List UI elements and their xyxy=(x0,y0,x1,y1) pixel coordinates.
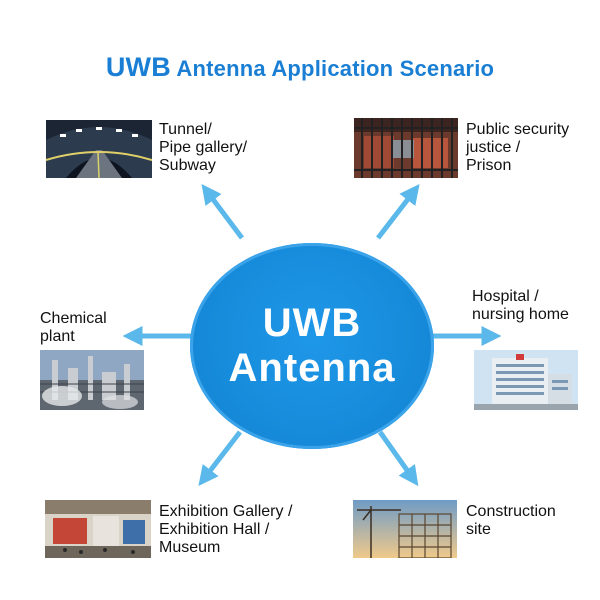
label-hospital-line-2: nursing home xyxy=(472,306,569,323)
tunnel-photo xyxy=(46,120,152,178)
hub-line-1: UWB xyxy=(262,301,362,345)
label-tunnel-line-3: Subway xyxy=(159,157,216,174)
label-construction-line-2: site xyxy=(466,521,491,538)
hospital-photo xyxy=(474,350,578,410)
label-tunnel-line-1: Tunnel/ xyxy=(159,121,212,138)
label-hospital-line-1: Hospital / xyxy=(472,288,539,305)
label-construction-line-1: Construction xyxy=(466,503,556,520)
label-prison-line-2: justice / xyxy=(466,139,521,156)
label-tunnel: Tunnel/ Pipe gallery/ Subway xyxy=(159,121,247,175)
label-prison-line-1: Public security xyxy=(466,121,570,138)
arrow-tunnel xyxy=(201,184,244,240)
label-exhibition-line-2: Exhibition Hall / xyxy=(159,521,270,538)
title-prefix: UWB xyxy=(105,52,171,82)
construction-photo xyxy=(353,500,457,558)
uwb-antenna-hub: UWB Antenna xyxy=(190,243,434,449)
exhibition-photo xyxy=(45,500,151,558)
title-rest: Antenna Application Scenario xyxy=(170,56,495,81)
label-exhibition: Exhibition Gallery / Exhibition Hall / M… xyxy=(159,503,292,557)
arrow-exhibition xyxy=(198,430,242,486)
chemical-plant-photo xyxy=(40,350,144,410)
label-prison: Public security justice / Prison xyxy=(466,121,569,175)
label-chemical: Chemical plant xyxy=(40,310,107,346)
label-exhibition-line-1: Exhibition Gallery / xyxy=(159,503,293,520)
label-chemical-line-2: plant xyxy=(40,328,75,345)
label-hospital: Hospital / nursing home xyxy=(472,288,569,324)
label-prison-line-3: Prison xyxy=(466,157,512,174)
label-tunnel-line-2: Pipe gallery/ xyxy=(159,139,248,156)
diagram-title: UWB Antenna Application Scenario xyxy=(0,52,600,83)
prison-photo xyxy=(354,118,458,178)
label-construction: Construction site xyxy=(466,503,556,539)
hub-line-2: Antenna xyxy=(228,346,396,390)
arrow-prison xyxy=(376,184,420,240)
label-exhibition-line-3: Museum xyxy=(159,539,221,556)
arrow-construction xyxy=(377,430,419,487)
label-chemical-line-1: Chemical xyxy=(40,310,107,327)
